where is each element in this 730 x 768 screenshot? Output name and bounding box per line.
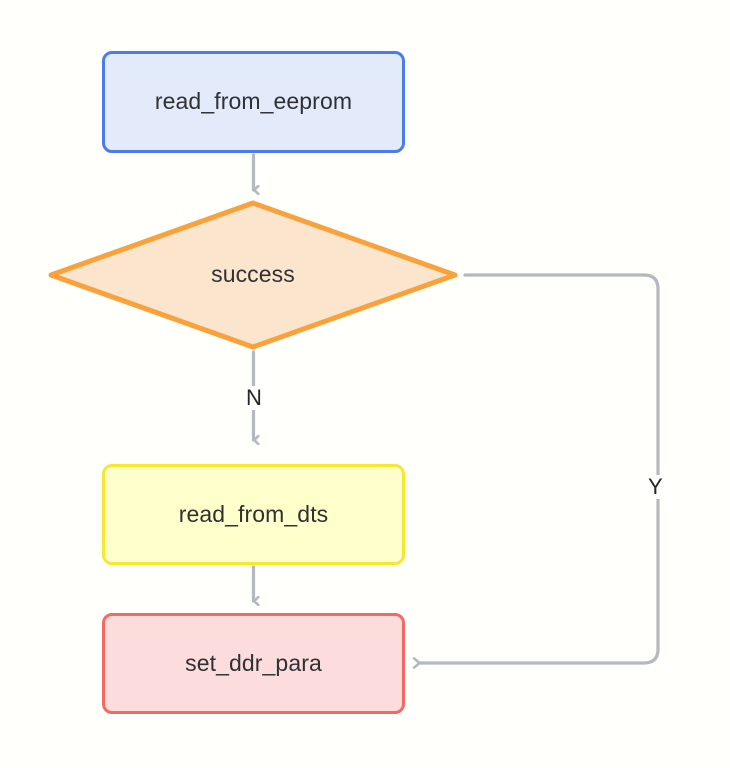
edge-label-y: Y xyxy=(643,475,668,499)
node-label-read-from-eeprom: read_from_eeprom xyxy=(154,88,353,115)
node-label-success: success xyxy=(211,261,295,288)
edge-label-n: N xyxy=(241,386,267,410)
node-label-read-from-dts: read_from_dts xyxy=(178,500,329,527)
node-success[interactable]: success xyxy=(48,200,458,350)
diamond-shape-icon xyxy=(48,200,458,350)
node-label-set-ddr-para: set_ddr_para xyxy=(185,649,322,676)
node-read-from-eeprom[interactable]: read_from_eeprom xyxy=(102,51,405,153)
node-set-ddr-para[interactable]: set_ddr_para xyxy=(102,613,405,714)
edge-success-to-setddr xyxy=(412,273,660,669)
node-read-from-dts[interactable]: read_from_dts xyxy=(102,464,405,565)
